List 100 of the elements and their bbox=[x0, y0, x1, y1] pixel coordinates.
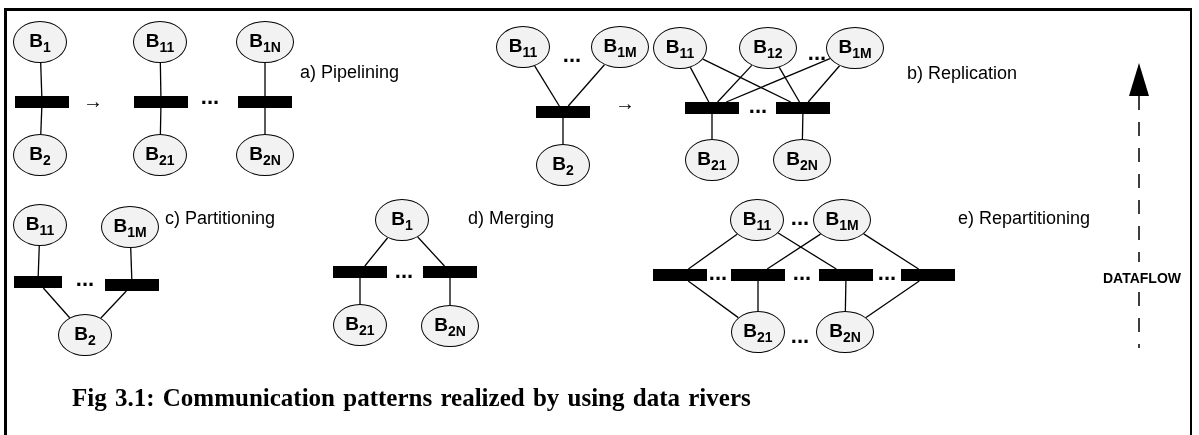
river-bar bbox=[653, 269, 707, 281]
node-label: B$_{1}$ bbox=[391, 208, 413, 232]
process-ellipse bbox=[375, 199, 429, 241]
node-label: B$_{11}$ bbox=[665, 36, 695, 60]
axis-label: DATAFLOW bbox=[1103, 271, 1181, 285]
connector-line bbox=[100, 290, 127, 319]
connector-line bbox=[42, 287, 71, 319]
river-bar bbox=[901, 269, 955, 281]
node-label: B$_{21}$ bbox=[345, 313, 375, 337]
connector-line bbox=[159, 107, 162, 135]
connector-line bbox=[711, 113, 713, 140]
process-ellipse bbox=[826, 27, 884, 69]
connector-line bbox=[364, 237, 389, 267]
pattern-title: a) Pipelining bbox=[300, 63, 400, 81]
connector-line bbox=[777, 232, 837, 270]
connector-line bbox=[844, 280, 847, 312]
process-ellipse bbox=[730, 199, 784, 241]
process-ellipse bbox=[333, 304, 387, 346]
connector-line bbox=[359, 277, 361, 305]
process-ellipse bbox=[236, 134, 294, 176]
node-label: B$_{21}$ bbox=[697, 148, 727, 172]
connector-line bbox=[37, 245, 40, 277]
river-bar bbox=[15, 96, 69, 108]
connector-line bbox=[801, 113, 804, 140]
process-ellipse bbox=[816, 311, 874, 353]
pattern-title: b) Replication bbox=[907, 64, 1018, 82]
connector-line bbox=[40, 107, 43, 135]
river-bar bbox=[134, 96, 188, 108]
node-label: B$_{12}$ bbox=[753, 36, 783, 60]
node-label: B$_{2}$ bbox=[74, 323, 96, 347]
process-ellipse bbox=[813, 199, 871, 241]
river-bar bbox=[238, 96, 292, 108]
process-ellipse bbox=[133, 21, 187, 63]
river-bar bbox=[731, 269, 785, 281]
pattern-title: c) Partitioning bbox=[165, 209, 276, 227]
connector-line bbox=[766, 233, 822, 270]
river-bar bbox=[819, 269, 873, 281]
river-bar bbox=[333, 266, 387, 278]
process-ellipse bbox=[58, 314, 112, 356]
connector-line bbox=[702, 58, 792, 103]
node-label: B$_{2}$ bbox=[552, 153, 574, 177]
connector-line bbox=[130, 247, 133, 280]
pattern-title: e) Repartitioning bbox=[958, 209, 1091, 227]
arrow-glyph: → bbox=[615, 93, 635, 113]
connector-line bbox=[716, 64, 753, 103]
node-label: B$_{2N}$ bbox=[786, 148, 818, 172]
node-label: B$_{2}$ bbox=[29, 143, 51, 167]
ellipsis-mark: ... bbox=[748, 95, 768, 117]
process-ellipse bbox=[13, 204, 67, 246]
arrow-glyph: → bbox=[83, 91, 103, 111]
node-label: B$_{2N}$ bbox=[829, 320, 861, 344]
river-bar bbox=[536, 106, 590, 118]
river-bar bbox=[423, 266, 477, 278]
process-ellipse bbox=[536, 144, 590, 186]
process-ellipse bbox=[739, 27, 797, 69]
process-ellipse bbox=[773, 139, 831, 181]
connector-line bbox=[863, 233, 920, 270]
process-ellipse bbox=[653, 27, 707, 69]
ellipsis-mark: ... bbox=[394, 260, 414, 282]
connector-line bbox=[417, 236, 446, 267]
connector-line bbox=[264, 107, 266, 135]
process-ellipse bbox=[13, 21, 67, 63]
pattern-title: d) Merging bbox=[468, 209, 555, 227]
process-ellipse bbox=[421, 305, 479, 347]
connector-line bbox=[725, 57, 831, 103]
connector-line bbox=[40, 62, 43, 97]
node-label: B$_{1M}$ bbox=[838, 36, 872, 60]
node-label: B$_{11}$ bbox=[508, 35, 538, 59]
connector-line bbox=[264, 62, 266, 97]
connector-line bbox=[689, 66, 710, 103]
node-label: B$_{1M}$ bbox=[603, 35, 637, 59]
river-bar bbox=[105, 279, 159, 291]
connector-line bbox=[567, 64, 606, 107]
ellipsis-mark: ... bbox=[75, 268, 95, 290]
connector-line bbox=[449, 277, 451, 306]
connector-line bbox=[159, 62, 162, 97]
river-bar bbox=[14, 276, 62, 288]
node-label: B$_{2N}$ bbox=[434, 314, 466, 338]
node-label: B$_{1M}$ bbox=[825, 208, 859, 232]
ellipsis-mark: ... bbox=[790, 325, 810, 347]
river-bar bbox=[776, 102, 830, 114]
river-bar bbox=[685, 102, 739, 114]
node-label: B$_{11}$ bbox=[145, 30, 175, 54]
node-label: B$_{1}$ bbox=[29, 30, 51, 54]
process-ellipse bbox=[685, 139, 739, 181]
connector-line bbox=[562, 117, 564, 145]
connector-line bbox=[534, 65, 560, 107]
connector-line bbox=[778, 66, 801, 103]
process-ellipse bbox=[236, 21, 294, 63]
node-label: B$_{11}$ bbox=[742, 208, 772, 232]
ellipsis-mark: ... bbox=[807, 42, 827, 64]
connector-line bbox=[687, 233, 738, 270]
ellipsis-mark: ... bbox=[562, 44, 582, 66]
figure-caption: Fig 3.1: Communication patterns realized by using data rivers bbox=[72, 384, 751, 412]
connector-line bbox=[807, 65, 841, 103]
ellipsis-mark: ... bbox=[792, 262, 812, 284]
process-ellipse bbox=[101, 206, 159, 248]
node-label: B$_{1N}$ bbox=[249, 30, 281, 54]
process-ellipse bbox=[13, 134, 67, 176]
node-label: B$_{1M}$ bbox=[113, 215, 147, 239]
